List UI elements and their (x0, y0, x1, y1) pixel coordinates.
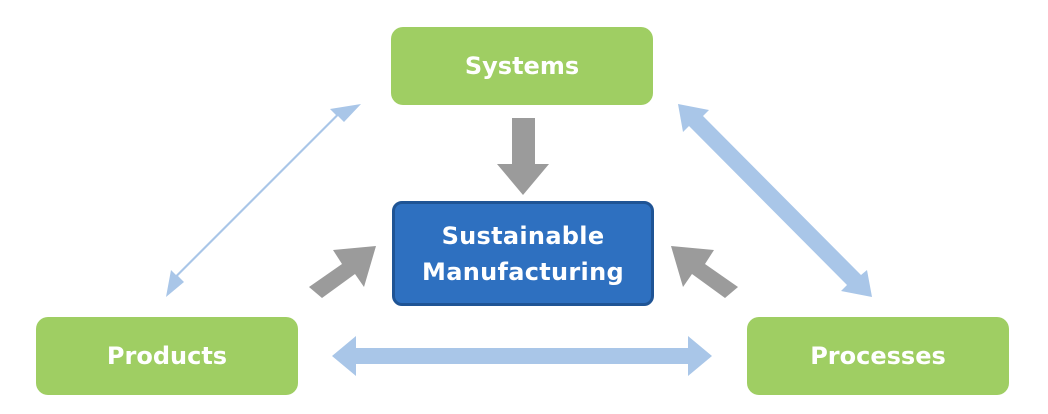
node-center-line2: Manufacturing (422, 257, 624, 286)
node-systems: Systems (391, 27, 653, 105)
arrow-products-to-center (309, 246, 376, 298)
node-products: Products (36, 317, 298, 395)
arrow-products-processes (332, 336, 712, 376)
node-center-line1: Sustainable (441, 221, 605, 250)
node-processes: Processes (747, 317, 1009, 395)
arrow-processes-to-center (671, 246, 738, 298)
arrow-systems-processes (678, 104, 872, 297)
node-systems-label: Systems (464, 52, 580, 80)
node-sustainable-manufacturing: Sustainable Manufacturing (392, 201, 654, 306)
node-processes-label: Processes (810, 342, 946, 370)
node-products-label: Products (106, 342, 228, 370)
arrow-systems-products (166, 104, 361, 297)
arrow-systems-to-center (497, 118, 549, 195)
